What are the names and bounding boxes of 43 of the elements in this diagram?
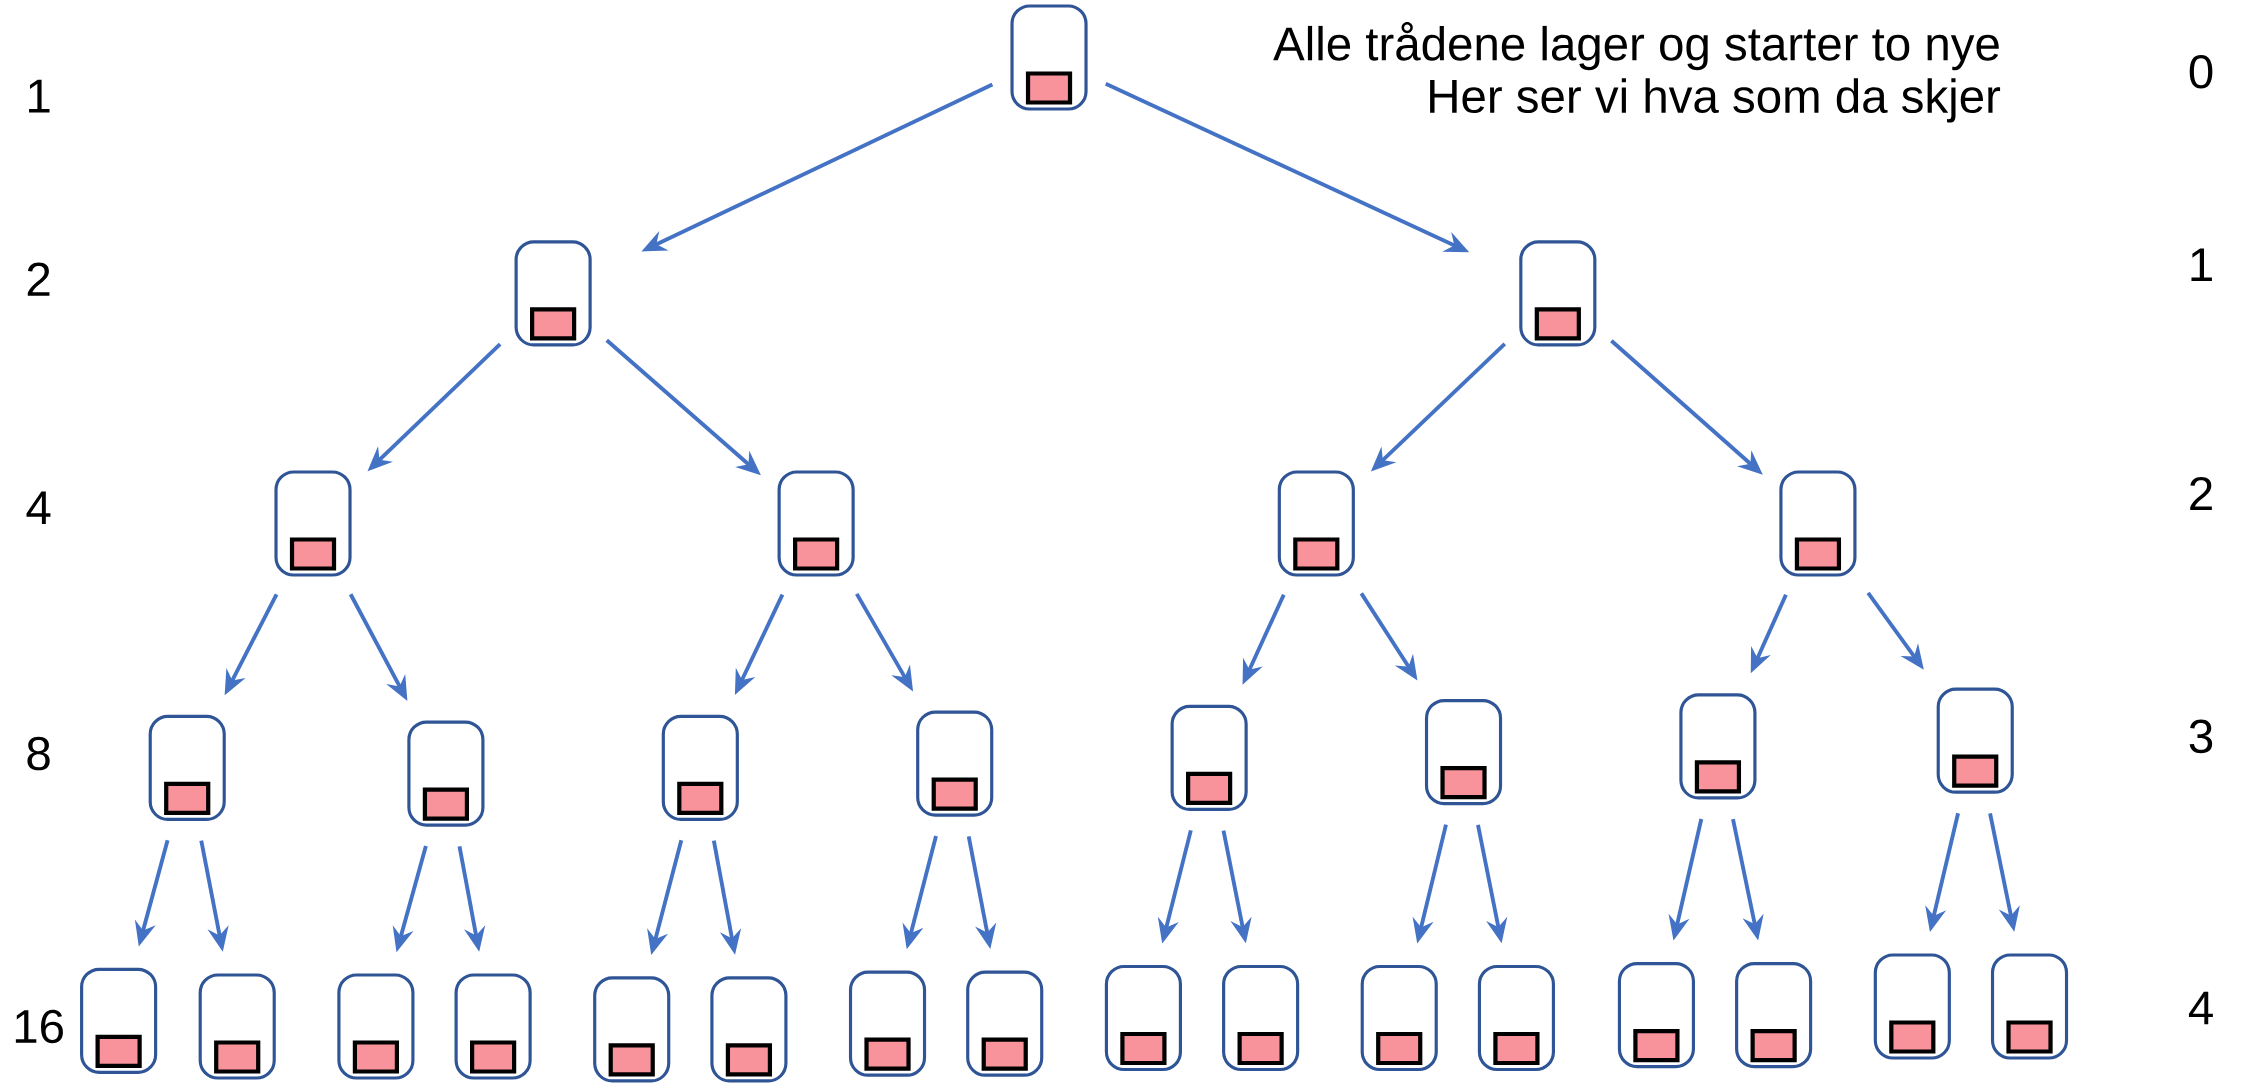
thread-box xyxy=(916,710,994,817)
level-number: 1 xyxy=(29,79,50,113)
thread-box xyxy=(1277,470,1355,577)
thread-box xyxy=(1222,964,1300,1072)
thread-box xyxy=(514,240,592,347)
thread-box xyxy=(337,973,415,1080)
level-number: 4 xyxy=(2188,991,2213,1025)
level-number: 8 xyxy=(27,736,50,771)
thread-box xyxy=(454,973,532,1080)
thread-box xyxy=(966,970,1044,1077)
thread-box xyxy=(1873,953,1951,1060)
level-number: 2 xyxy=(2190,476,2212,511)
thread-box xyxy=(1779,470,1857,577)
thread-box xyxy=(1519,240,1597,347)
level-number: 4 xyxy=(26,491,51,524)
thread-box xyxy=(1990,953,2069,1060)
thread-box xyxy=(1170,704,1248,811)
thread-box xyxy=(1936,687,2014,794)
note-text: Alle trådene lager og starter to nye xyxy=(1273,22,1999,71)
thread-box xyxy=(148,714,226,821)
thread-box xyxy=(1735,962,1813,1069)
thread-box xyxy=(407,720,485,827)
thread-box xyxy=(848,970,927,1077)
note-text: Her ser vi hva som da skjer xyxy=(1430,78,2001,123)
level-number: 1 xyxy=(2191,248,2212,282)
thread-box xyxy=(1010,4,1088,111)
level-number: 2 xyxy=(27,262,50,296)
thread-box xyxy=(1360,964,1438,1072)
thread-box xyxy=(661,714,739,821)
level-number: 0 xyxy=(2189,55,2213,89)
thread-box xyxy=(593,976,671,1083)
thread-box xyxy=(198,973,276,1080)
thread-box xyxy=(1617,962,1695,1069)
level-number: 3 xyxy=(2189,719,2213,754)
thread-box xyxy=(1104,964,1182,1072)
thread-box xyxy=(80,967,158,1074)
thread-box xyxy=(274,470,352,577)
level-number: 16 xyxy=(15,1009,63,1044)
thread-box xyxy=(1477,964,1555,1072)
thread-box xyxy=(1679,693,1757,800)
thread-box xyxy=(710,976,788,1083)
thread-box xyxy=(777,470,855,577)
thread-box xyxy=(1424,699,1503,806)
